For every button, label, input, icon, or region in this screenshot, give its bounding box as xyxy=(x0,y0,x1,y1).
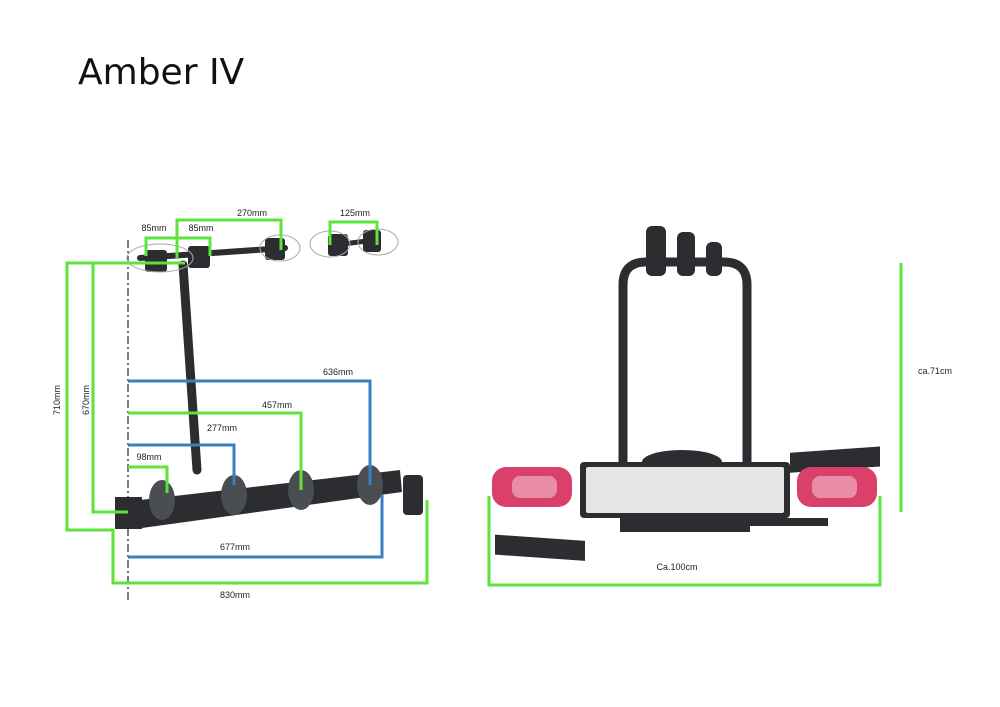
label-125: 125mm xyxy=(340,208,370,218)
label-710: 710mm xyxy=(52,385,62,415)
label-85a: 85mm xyxy=(141,223,166,233)
rear-view-rack xyxy=(492,226,880,561)
base-bar xyxy=(140,470,402,528)
dim-277 xyxy=(128,443,236,485)
label-277: 277mm xyxy=(207,423,237,433)
label-85b: 85mm xyxy=(188,223,213,233)
label-270: 270mm xyxy=(237,208,267,218)
upright-tube xyxy=(178,260,202,475)
label-677: 677mm xyxy=(220,542,250,552)
label-height: ca.71cm xyxy=(918,366,952,376)
dim-98 xyxy=(128,465,169,493)
light-unit xyxy=(403,475,423,515)
label-98: 98mm xyxy=(136,452,161,462)
label-670: 670mm xyxy=(81,385,91,415)
dim-width xyxy=(487,496,882,587)
side-view-dimensions: 85mm 85mm 270mm 125mm 636mm 457mm 277mm … xyxy=(52,208,429,600)
page-title: Amber IV xyxy=(78,52,245,93)
label-636: 636mm xyxy=(323,367,353,377)
dim-710-830 xyxy=(65,261,429,585)
dim-457 xyxy=(128,411,303,490)
dim-125 xyxy=(328,220,379,245)
rear-frame xyxy=(618,257,752,467)
rear-view-dimensions: ca.71cm Ca.100cm xyxy=(487,263,952,587)
side-view-rack xyxy=(115,228,423,600)
label-830: 830mm xyxy=(220,590,250,600)
dim-677 xyxy=(128,495,384,559)
dim-270 xyxy=(175,218,283,258)
label-457: 457mm xyxy=(262,400,292,410)
label-width: Ca.100cm xyxy=(656,562,697,572)
dim-636 xyxy=(128,379,372,485)
dim-670 xyxy=(91,263,128,514)
number-plate xyxy=(586,467,784,513)
